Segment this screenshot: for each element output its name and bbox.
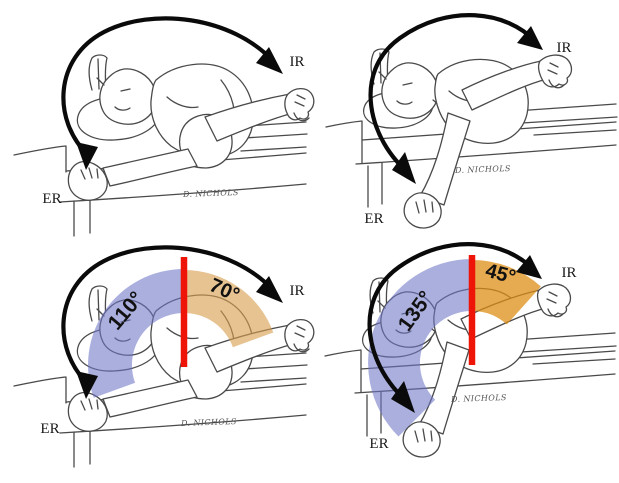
er-label: ER — [40, 421, 59, 437]
panel-bottom-left: 110° 70° ER IR D. NICHOLS — [13, 247, 315, 468]
figure-art — [325, 48, 618, 229]
ir-range-arc — [184, 270, 274, 348]
er-range-arc — [368, 259, 472, 437]
ir-range-arc — [472, 260, 541, 325]
artist-signature: D. NICHOLS — [182, 188, 239, 199]
ir-label: IR — [290, 283, 305, 299]
artist-signature: D. NICHOLS — [454, 164, 511, 175]
er-label: ER — [42, 191, 61, 207]
ir-label: IR — [557, 40, 572, 56]
artist-signature: D. NICHOLS — [180, 417, 237, 428]
ir-label: IR — [290, 54, 305, 70]
panel-bottom-right: 135° 45° ER IR D. NICHOLS — [324, 244, 617, 458]
er-range-arc — [88, 269, 184, 398]
panel-top-left: ER IR D. NICHOLS — [13, 18, 315, 237]
figure-art — [13, 54, 315, 237]
er-label: ER — [364, 211, 383, 227]
er-label: ER — [369, 436, 388, 452]
artist-signature: D. NICHOLS — [450, 393, 507, 404]
panel-top-right: ER IR D. NICHOLS — [325, 15, 618, 229]
ir-label: IR — [562, 265, 577, 281]
